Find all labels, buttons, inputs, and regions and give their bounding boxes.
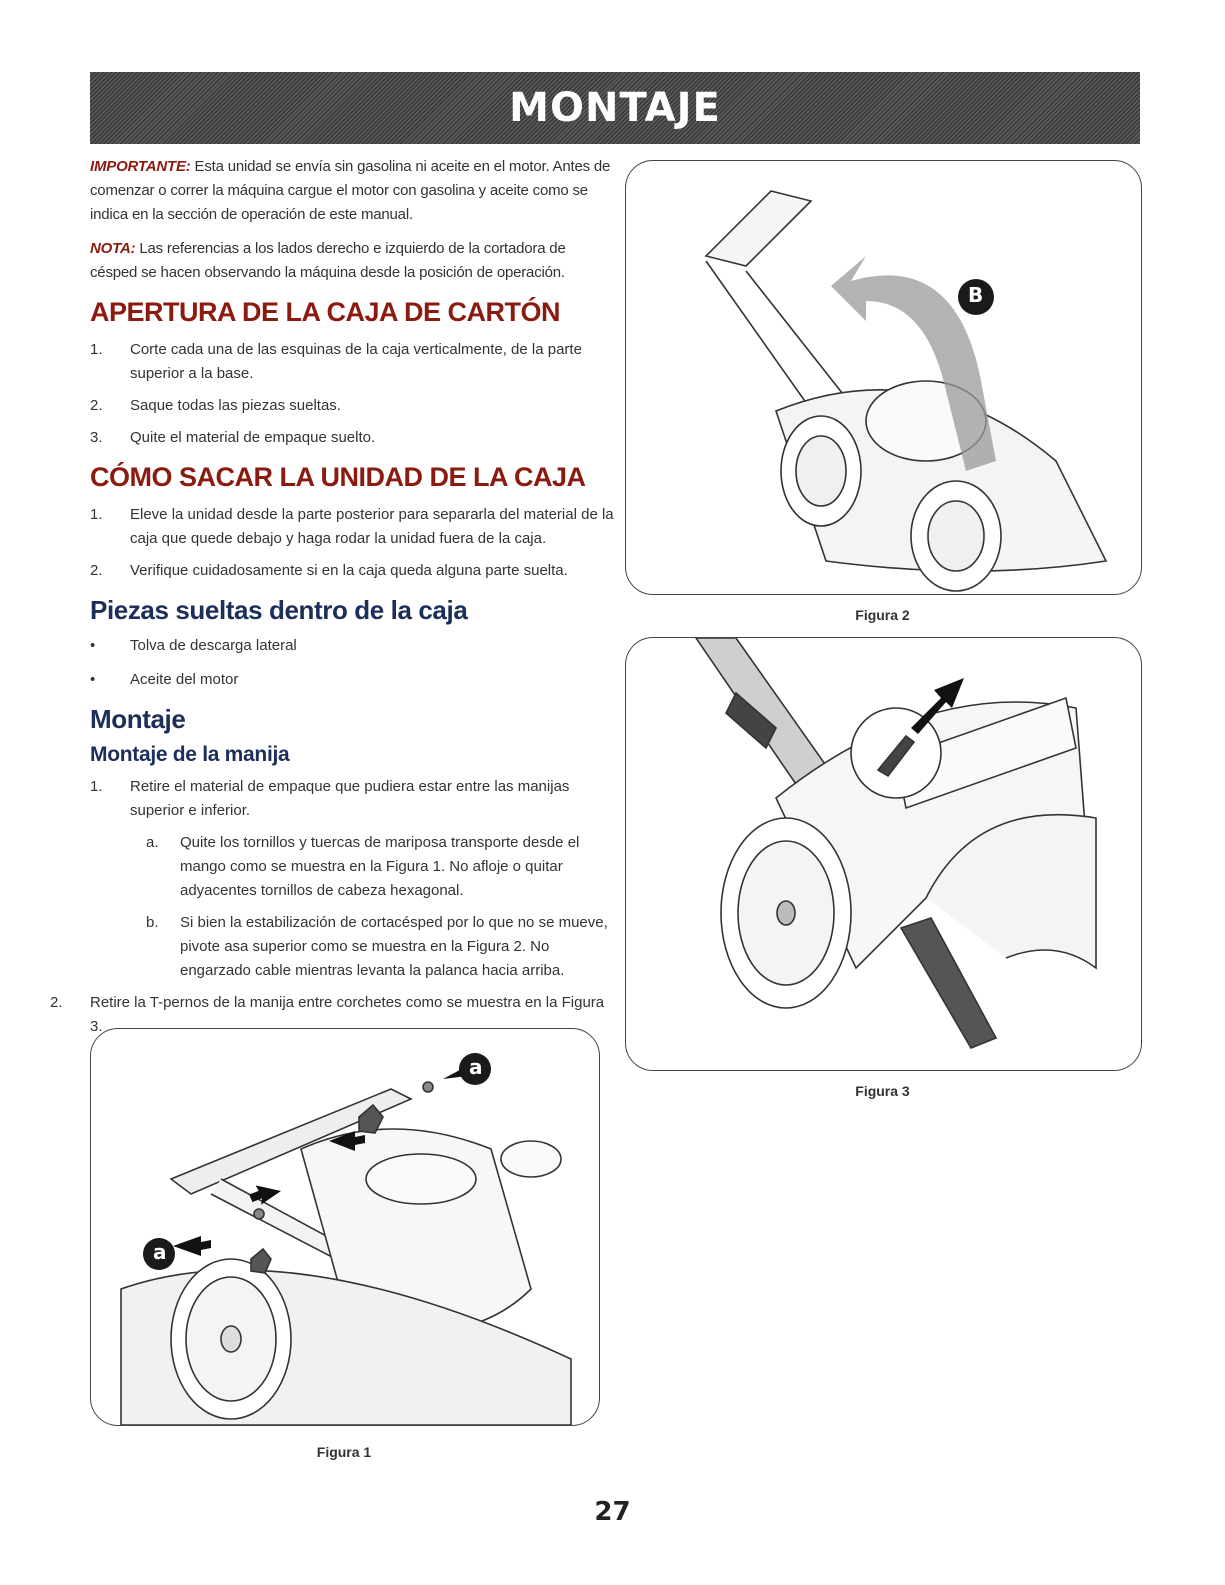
section-banner: MONTAJE	[90, 72, 1140, 144]
step-number: 2.	[90, 397, 103, 414]
list-item: 1. Eleve la unidad desde la parte posteri…	[90, 503, 615, 551]
list-item: 3. Quite el material de empaque suelto.	[90, 426, 615, 450]
page-number: 27	[594, 1497, 631, 1527]
montaje-steps: 1. Retire el material de empaque que pudi…	[50, 775, 615, 1039]
importante-lead: IMPORTANTE:	[90, 158, 191, 175]
step-text: Retire la T-pernos de la manija entre co…	[90, 994, 605, 1035]
step-number: 1.	[90, 778, 103, 795]
figure-1-callout-left: a	[153, 1240, 167, 1264]
heading-piezas: Piezas sueltas dentro de la caja	[90, 595, 468, 625]
substeps: a. Quite los tornillos y tuercas de marip…	[130, 831, 615, 983]
item-text: Aceite del motor	[130, 671, 239, 688]
figure-1-illustration	[120, 1053, 572, 1425]
step-number: 2.	[50, 994, 63, 1011]
figure-3-caption: Figura 3	[855, 1083, 910, 1099]
heading-apertura: APERTURA DE LA CAJA DE CARTÓN	[90, 297, 561, 327]
list-item: 1. Corte cada una de las esquinas de la c…	[90, 338, 615, 386]
sacar-steps: 1. Eleve la unidad desde la parte posteri…	[90, 503, 615, 583]
figure-1: a a	[90, 1028, 600, 1426]
figure-3	[625, 637, 1142, 1071]
step-number: 1.	[90, 341, 103, 358]
figure-2-illustration	[704, 190, 1108, 592]
banner-title: MONTAJE	[509, 85, 721, 131]
heading-sacar: CÓMO SACAR LA UNIDAD DE LA CAJA	[90, 462, 586, 492]
step-number: 2.	[90, 562, 103, 579]
left-column: IMPORTANTE: Esta unidad se envía sin gas…	[50, 155, 615, 1047]
figure-1-caption: Figura 1	[316, 1444, 372, 1460]
figure-3-illustration	[695, 638, 1097, 1049]
bullet: •	[90, 637, 96, 654]
figure-2-callout: B	[968, 283, 984, 307]
step-text: Corte cada una de las esquinas de la caj…	[130, 341, 582, 382]
list-item: 1. Retire el material de empaque que pudi…	[90, 775, 615, 983]
nota-lead: NOTA:	[90, 240, 136, 257]
list-item: 2. Retire la T-pernos de la manija entre …	[50, 991, 615, 1039]
list-item: • Aceite del motor	[90, 668, 615, 692]
step-text: Saque todas las piezas sueltas.	[130, 397, 341, 414]
importante-text: Esta unidad se envía sin gasolina ni ace…	[90, 158, 611, 223]
nota-paragraph: NOTA: Las referencias a los lados derech…	[90, 237, 615, 285]
step-text: Quite el material de empaque suelto.	[130, 429, 376, 446]
list-item: b. Si bien la estabilización de cortacésp…	[130, 911, 615, 983]
piezas-list: • Tolva de descarga lateral • Aceite del m…	[90, 634, 615, 692]
step-number: 1.	[90, 506, 103, 523]
apertura-steps: 1. Corte cada una de las esquinas de la c…	[90, 338, 615, 450]
step-number: 3.	[90, 429, 103, 446]
list-item: • Tolva de descarga lateral	[90, 634, 615, 658]
importante-paragraph: IMPORTANTE: Esta unidad se envía sin gas…	[90, 155, 615, 227]
figure-1-callout-right: a	[469, 1055, 483, 1079]
heading-montaje-manija: Montaje de la manija	[90, 743, 290, 766]
step-text: Verifique cuidadosamente si en la caja q…	[130, 562, 568, 579]
substep-text: Quite los tornillos y tuercas de maripos…	[180, 834, 580, 899]
bullet: •	[90, 671, 96, 688]
substep-text: Si bien la estabilización de cortacésped…	[180, 914, 608, 979]
item-text: Tolva de descarga lateral	[130, 637, 297, 654]
figure-2: B	[625, 160, 1142, 595]
list-item: a. Quite los tornillos y tuercas de marip…	[130, 831, 615, 903]
nota-text: Las referencias a los lados derecho e iz…	[90, 240, 566, 281]
step-text: Eleve la unidad desde la parte posterior…	[130, 506, 614, 547]
substep-letter: b.	[146, 914, 159, 931]
list-item: 2. Saque todas las piezas sueltas.	[90, 394, 615, 418]
figure-2-caption: Figura 2	[855, 607, 910, 623]
list-item: 2. Verifique cuidadosamente si en la caja…	[90, 559, 615, 583]
substep-letter: a.	[146, 834, 159, 851]
step-text: Retire el material de empaque que pudier…	[130, 778, 570, 819]
heading-montaje: Montaje	[90, 704, 186, 734]
